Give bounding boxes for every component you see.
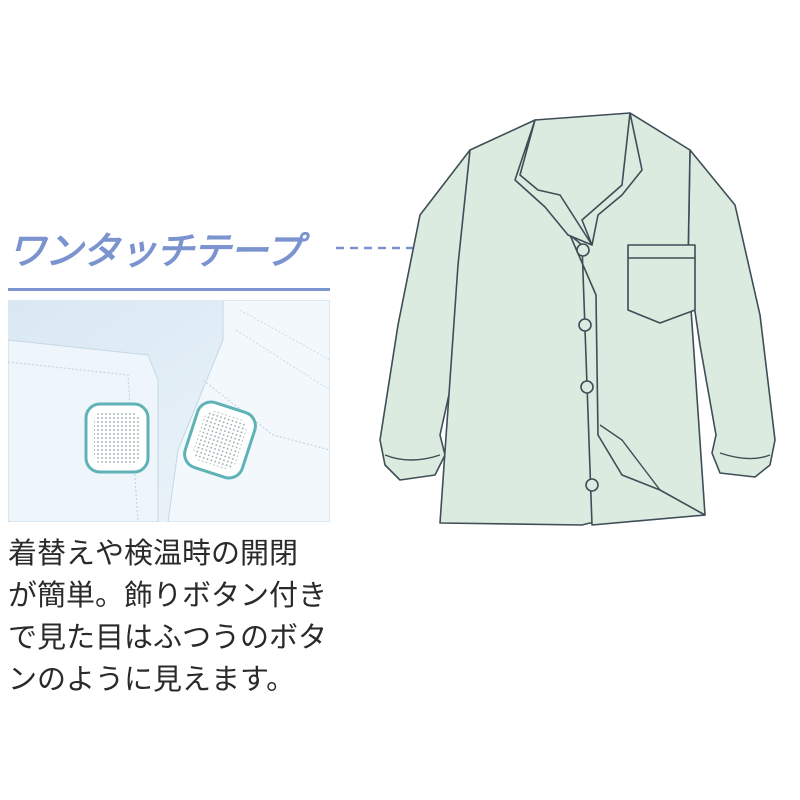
pajama-shirt-illustration <box>379 112 776 526</box>
tape-tab-left <box>84 402 150 474</box>
shirt-buttons <box>576 243 599 492</box>
title-underline <box>8 288 330 291</box>
description-line: 着替えや検温時の開閉 <box>8 536 299 570</box>
description-line: で見た目はふつうのボタ <box>8 620 328 654</box>
tape-tab-right <box>183 400 257 480</box>
feature-description: 着替えや検温時の開閉 が簡単。飾りボタン付き で見た目はふつうのボタ ンのように… <box>8 532 338 700</box>
feature-title: ワンタッチテープ <box>8 229 303 273</box>
tape-closeup-image <box>8 300 330 522</box>
description-line: が簡単。飾りボタン付き <box>8 578 328 612</box>
description-line: ンのように見えます。 <box>8 662 296 696</box>
